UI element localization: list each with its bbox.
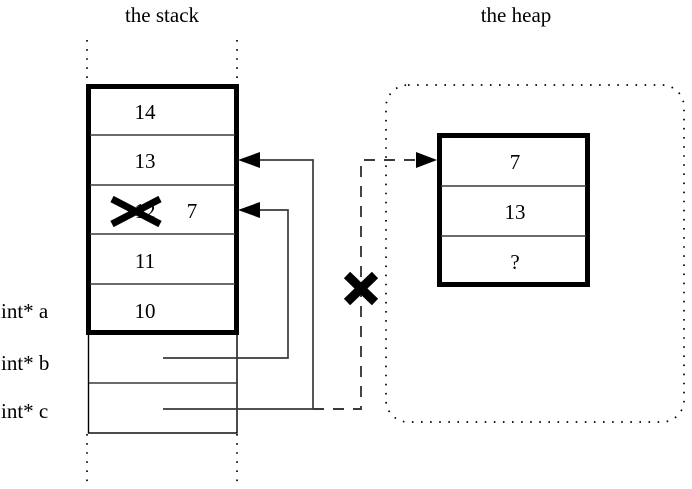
variable-label-a: int* a xyxy=(1,299,49,323)
broken-pointer-x-icon xyxy=(343,271,379,306)
pointer-c-to-stack xyxy=(163,159,314,410)
heap-cell-value-1: 13 xyxy=(505,200,526,224)
pointer-c-arrowhead-icon xyxy=(238,152,260,168)
stack-cell-value-2-new: 7 xyxy=(187,199,198,223)
heap-cell-value-2: ? xyxy=(510,250,519,274)
heap-title: the heap xyxy=(481,3,552,27)
variable-label-b: int* b xyxy=(1,351,49,375)
stack-cell-value-4: 10 xyxy=(135,299,156,323)
heap-block-box xyxy=(437,133,590,287)
stack-cell-value-0: 14 xyxy=(135,100,157,124)
heap-arrowhead-icon xyxy=(416,152,437,168)
stack-cell-value-1: 13 xyxy=(135,149,156,173)
pointer-broken-to-heap xyxy=(313,159,428,410)
variable-label-c: int* c xyxy=(1,399,48,423)
stack-cell-value-3: 11 xyxy=(135,249,155,273)
pointer-b-to-stack xyxy=(163,209,289,359)
stack-frame-box xyxy=(86,84,239,335)
stack-title: the stack xyxy=(125,3,200,27)
heap-cell-value-0: 7 xyxy=(510,150,521,174)
pointer-b-arrowhead-icon xyxy=(238,202,260,218)
overwrite-x-icon xyxy=(110,195,162,228)
